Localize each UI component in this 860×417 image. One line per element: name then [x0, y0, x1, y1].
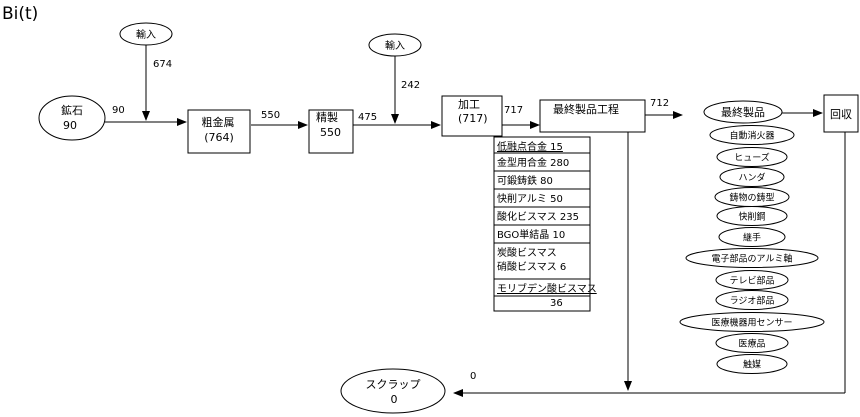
flow-ore: 90: [112, 105, 125, 116]
final-product-label: 自動消火器: [729, 130, 774, 142]
refining-box: [308, 109, 354, 154]
intermediate-item-label: 炭酸ビスマス: [497, 246, 557, 259]
final-product-item: [718, 227, 786, 247]
final-product-item: [716, 354, 788, 374]
final-product-item: [715, 290, 789, 310]
intermediate-item-label: モリブデン酸ビスマス: [497, 282, 597, 295]
intermediate-item-row: [493, 278, 591, 312]
scrap-value: 0: [391, 393, 398, 406]
final-product-item: [716, 147, 788, 167]
intermediate-item-label: 可鍛鋳鉄 80: [497, 174, 553, 187]
processing-box: [441, 95, 503, 137]
final-product-item: [716, 206, 788, 226]
flow-refining: 475: [358, 112, 377, 123]
refining-value: 550: [320, 126, 341, 139]
final-product-label: 医療機器用センサー: [711, 317, 792, 329]
final-product-label: 触媒: [743, 359, 761, 371]
refining-label: 精製: [316, 110, 338, 124]
intermediate-item-value: 36: [550, 298, 563, 309]
final-product-item: [685, 248, 819, 268]
final-products-label: 最終製品: [721, 105, 765, 119]
import2-label: 輸入: [385, 39, 405, 52]
crude-metal-value: (764): [204, 131, 234, 144]
crude-metal-box: [187, 109, 251, 154]
scrap-node: [340, 368, 446, 414]
final-product-label: ヒューズ: [734, 152, 770, 164]
intermediate-item-label: 低融点合金 15: [497, 140, 563, 153]
flow-final: 712: [650, 98, 669, 109]
ore-value: 90: [63, 119, 77, 132]
recovery-label: 回収: [830, 108, 852, 121]
flow-scrap: 0: [470, 371, 476, 382]
scrap-label: スクラップ: [366, 378, 421, 391]
flow-processing: 717: [504, 105, 523, 116]
final-product-item: [709, 125, 795, 145]
flow-import1: 674: [153, 59, 172, 70]
processing-label: 加工: [458, 98, 480, 111]
final-product-item: [715, 270, 789, 290]
final-product-label: 鋳物の鋳型: [729, 192, 774, 204]
final-product-label: ハンダ: [738, 172, 765, 184]
final-product-label: 快削鋼: [738, 211, 765, 223]
import1-node: [119, 22, 173, 46]
intermediate-items-table: 低融点合金 15 金型用合金 280 可鍛鋳鉄 80 快削アルミ 50 酸化ビスマス 2…: [493, 136, 597, 312]
final-product-label: 継手: [743, 232, 761, 244]
intermediate-item-label: BGO単結晶 10: [497, 228, 565, 241]
final-product-label: ラジオ部品: [730, 295, 775, 307]
final-product-item: [679, 312, 825, 332]
final-product-label: 電子部品のアルミ軸: [712, 253, 793, 265]
final-process-box: [539, 99, 646, 133]
import1-label: 輸入: [136, 28, 156, 41]
intermediate-item-label: 快削アルミ 50: [497, 192, 563, 205]
final-products-list: 自動消火器ヒューズハンダ鋳物の鋳型快削鋼継手電子部品のアルミ軸テレビ部品ラジオ部…: [679, 125, 825, 374]
crude-metal-label: 粗金属: [202, 115, 235, 129]
final-product-label: テレビ部品: [729, 275, 774, 287]
intermediate-item-label: 金型用合金 280: [497, 156, 569, 169]
intermediate-item-label: 酸化ビスマス 235: [497, 210, 579, 223]
final-product-item: [715, 333, 789, 353]
final-product-item: [719, 167, 785, 187]
final-process-label: 最終製品工程: [553, 102, 619, 116]
intermediate-item-row: [493, 242, 591, 280]
final-products-node: [703, 100, 783, 124]
flow-crude: 550: [261, 110, 280, 121]
import2-node: [368, 33, 422, 57]
ore-node: [38, 95, 106, 141]
recovery-box: [823, 94, 859, 133]
flow-import2: 242: [401, 80, 420, 91]
ore-label: 鉱石: [61, 103, 83, 117]
intermediate-item-value: 硝酸ビスマス 6: [497, 260, 566, 273]
processing-value: (717): [458, 112, 488, 125]
final-product-label: 医療品: [738, 338, 765, 350]
diagram-title: Bi(t): [2, 4, 38, 24]
